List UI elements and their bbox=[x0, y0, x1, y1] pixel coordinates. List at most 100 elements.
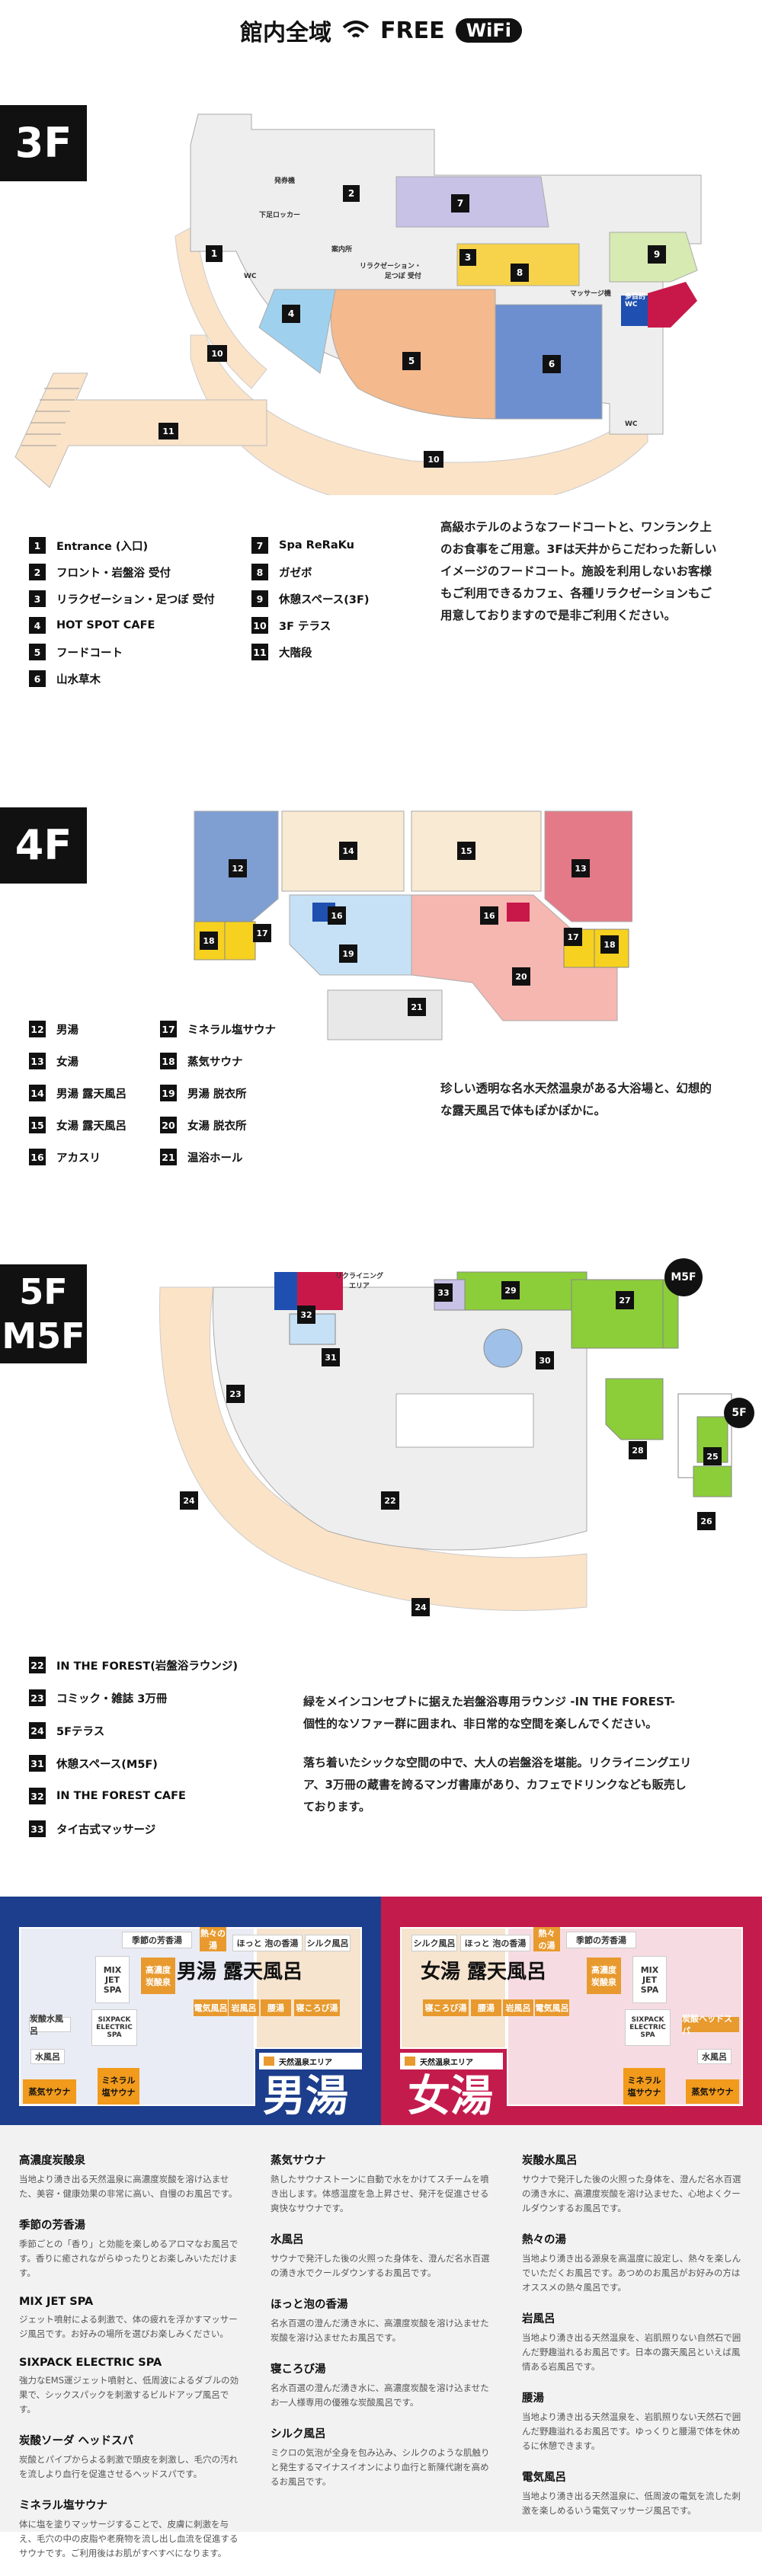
map-5f-24b: 24 bbox=[411, 1598, 430, 1616]
men-room: 水風呂 bbox=[30, 2049, 65, 2064]
bath-desc-item: 炭酸水風呂サウナで発汗した後の火照った身体を、澄んだ名水百選の湧き水に、高濃度炭… bbox=[522, 2155, 741, 2213]
header-title: 館内全域 bbox=[240, 20, 332, 46]
floor-label-3f: 3F bbox=[0, 105, 87, 181]
map-4f-13: 13 bbox=[572, 859, 590, 877]
women-room: 蒸気サウナ bbox=[686, 2079, 739, 2104]
men-room: 熱々の湯 bbox=[200, 1927, 226, 1951]
map-4f-17b: 17 bbox=[564, 928, 582, 946]
bath-desc-item: ほっと泡の香湯名水百選の澄んだ湧き水に、高濃度炭酸を溶け込ませた炭酸を溶け込ませ… bbox=[271, 2299, 489, 2343]
map-5f-22: 22 bbox=[381, 1491, 399, 1510]
map-3f-reception: 案内所 bbox=[331, 246, 353, 254]
badge-5f: 5F bbox=[724, 1398, 754, 1428]
map-5f-24a: 24 bbox=[180, 1491, 198, 1510]
men-room: 岩風呂 bbox=[229, 1999, 259, 2016]
map-3f-2: 2 bbox=[343, 185, 360, 202]
map-4f-21: 21 bbox=[408, 998, 426, 1016]
women-rotenburo: 女湯 露天風呂 bbox=[421, 1961, 547, 1983]
bath-desc-item: 電気風呂当地より湧き出る天然温泉に、低周波の電気を流した刺激を楽しめるいう電気マ… bbox=[522, 2472, 741, 2516]
map-3f-4: 4 bbox=[282, 305, 300, 323]
map-5f-26: 26 bbox=[697, 1512, 716, 1530]
map-3f-10a: 10 bbox=[207, 345, 227, 362]
bath-desc-item: 熱々の湯当地より湧き出る源泉を高温度に設定し、熱々を楽しんでいただくお風呂です。… bbox=[522, 2234, 741, 2293]
map-3f-wc: WC bbox=[244, 273, 257, 280]
women-room: 電気風呂 bbox=[535, 1999, 569, 2016]
women-room: ミネラル 塩サウナ bbox=[623, 2068, 665, 2105]
women-room: 高濃度 炭酸泉 bbox=[587, 1958, 621, 1994]
women-room: SIXPACK ELECTRIC SPA bbox=[625, 2009, 671, 2046]
men-room: 炭酸水風呂 bbox=[29, 2014, 71, 2036]
men-room: 季節の芳香湯 bbox=[122, 1932, 192, 1948]
map-4f-14: 14 bbox=[339, 842, 357, 860]
map-4f-18a: 18 bbox=[200, 932, 218, 950]
men-room: ミネラル 塩サウナ bbox=[98, 2068, 139, 2105]
floor-label-5f: 5F M5F bbox=[0, 1264, 87, 1363]
women-bath-panel: 女湯 露天風呂 シルク風呂 ほっと 泡の香湯 熱々 の湯 季節の芳香湯 MIX … bbox=[381, 1897, 762, 2125]
men-room: 寝ころび湯 bbox=[294, 1999, 340, 2016]
bath-desc-col2: 蒸気サウナ熱したサウナストーンに自動で水をかけてスチームを噴き出します。体感温度… bbox=[271, 2152, 491, 2504]
women-room: 岩風呂 bbox=[503, 1999, 533, 2016]
wifi-badge: WiFi bbox=[455, 18, 522, 43]
desc-5f-1: 緑をメインコンセプトに据えた岩盤浴専用ラウンジ -IN THE FOREST-個… bbox=[303, 1695, 675, 1731]
men-room: SIXPACK ELECTRIC SPA bbox=[91, 2009, 137, 2046]
women-onsen-area: 天然温泉エリア bbox=[400, 2053, 503, 2069]
map-5f-23: 23 bbox=[226, 1385, 245, 1403]
wifi-icon bbox=[342, 21, 370, 38]
map-4f-20: 20 bbox=[512, 967, 530, 986]
men-room: 腰湯 bbox=[261, 1999, 291, 2016]
men-room: ほっと 泡の香湯 bbox=[232, 1935, 303, 1951]
map-3f-shoe: 発券機 bbox=[274, 177, 296, 185]
men-room: 電気風呂 bbox=[194, 1999, 228, 2016]
men-room: 高濃度 炭酸泉 bbox=[141, 1958, 175, 1994]
bath-desc-item: 季節の芳香湯季節ごとの「香り」と効能を楽しめるアロマなお風呂です。香りに癒されな… bbox=[19, 2220, 239, 2278]
floor-map-5f bbox=[159, 1271, 732, 1611]
map-5f-29: 29 bbox=[501, 1281, 520, 1299]
desc-4f: 珍しい透明な名水天然温泉がある大浴場と、幻想的な露天風呂で体もぽかぽかに。 bbox=[440, 1082, 712, 1117]
map-4f-19: 19 bbox=[339, 944, 357, 963]
floor-map-3f bbox=[14, 113, 702, 495]
women-room: 腰湯 bbox=[471, 1999, 501, 2016]
map-5f-25: 25 bbox=[703, 1447, 722, 1465]
bath-desc-section bbox=[0, 2125, 762, 2532]
map-4f-18b: 18 bbox=[600, 935, 619, 954]
map-4f-16a: 16 bbox=[328, 906, 346, 925]
map-3f-multi-wc: 多目的 WC bbox=[625, 293, 646, 308]
map-5f-28: 28 bbox=[629, 1441, 647, 1459]
map-3f-3: 3 bbox=[459, 249, 476, 266]
map-3f-6: 6 bbox=[543, 355, 561, 373]
map-5f-33: 33 bbox=[434, 1283, 453, 1302]
bath-desc-item: シルク風呂ミクロの気泡が全身を包み込み、シルクのような肌触りと発生するマイナスイ… bbox=[271, 2428, 490, 2487]
header: 館内全域 FREE WiFi bbox=[0, 0, 762, 61]
men-room: MIX JET SPA bbox=[95, 1956, 130, 2003]
onsen-swatch-icon bbox=[405, 2057, 415, 2066]
map-4f-17a: 17 bbox=[253, 924, 271, 942]
women-room: 炭酸ヘッドスパ bbox=[682, 2014, 739, 2036]
map-3f-9: 9 bbox=[648, 245, 666, 264]
men-bath-panel: 男湯 露天風呂 季節の芳香湯 熱々の湯 ほっと 泡の香湯 シルク風呂 MIX J… bbox=[0, 1897, 381, 2125]
map-3f-10b: 10 bbox=[424, 451, 443, 468]
map-3f-wc2: WC bbox=[625, 420, 638, 428]
men-title: 男湯 bbox=[263, 2071, 348, 2121]
bath-desc-col3: 炭酸水風呂サウナで発汗した後の火照った身体を、澄んだ名水百選の湧き水に、高濃度炭… bbox=[522, 2152, 743, 2533]
onsen-swatch-icon bbox=[264, 2057, 274, 2066]
